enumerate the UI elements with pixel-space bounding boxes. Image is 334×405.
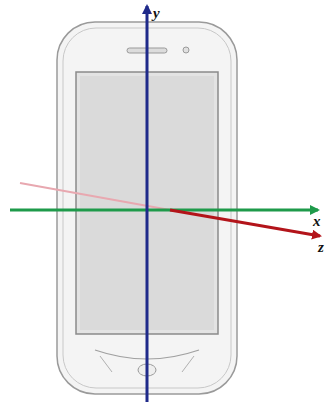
y-axis-label: y xyxy=(153,6,160,21)
x-axis xyxy=(10,209,318,212)
y-axis xyxy=(146,6,149,402)
z-axis-label: z xyxy=(318,240,324,255)
z-axis xyxy=(170,210,320,236)
x-axis-label: x xyxy=(313,214,321,229)
